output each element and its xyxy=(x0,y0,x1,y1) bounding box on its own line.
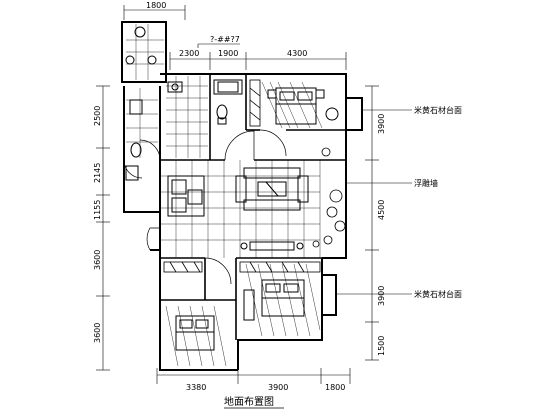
right-dim-2: 4500 xyxy=(377,200,386,220)
sofa-set xyxy=(235,167,309,211)
bedroom-hatch xyxy=(165,81,323,367)
second-bed xyxy=(243,279,305,321)
top-tag-mark xyxy=(197,43,240,48)
left-dim-3: 1155 xyxy=(93,200,102,220)
note-leaders xyxy=(336,109,412,295)
top-inner-dim-3: 4300 xyxy=(287,49,307,58)
right-dim-4: 1500 xyxy=(377,336,386,356)
left-dim-2: 2145 xyxy=(93,163,102,183)
left-dim-5: 3600 xyxy=(93,323,102,343)
bottom-dim-2: 3900 xyxy=(268,383,288,392)
note-stone-counter-1: 米黄石材台面 xyxy=(414,105,462,115)
bath-fixtures xyxy=(125,26,243,181)
wardrobes xyxy=(163,79,321,273)
top-inner-dim-2: 1900 xyxy=(218,49,238,58)
outer-walls xyxy=(121,21,363,371)
inner-partitions xyxy=(160,74,346,340)
left-dim-1: 2500 xyxy=(93,106,102,126)
right-dim-3: 3900 xyxy=(377,286,386,306)
top-dimension-lines xyxy=(123,5,347,70)
top-inner-dim-1: 2300 xyxy=(179,49,199,58)
top-dim-tag: ?-##?7 xyxy=(210,35,240,44)
door-swings xyxy=(123,129,287,285)
right-dimension-lines xyxy=(365,85,379,361)
top-outer-dim: 1800 xyxy=(146,1,166,10)
right-dim-1: 3900 xyxy=(377,114,386,134)
plan-title: 地面布置图 xyxy=(224,395,274,408)
bottom-dim-3: 1800 xyxy=(325,383,345,392)
left-dimension-lines xyxy=(96,85,110,371)
note-relief-wall: 浮雕墙 xyxy=(414,178,438,188)
bottom-dim-1: 3380 xyxy=(186,383,206,392)
third-bed xyxy=(175,315,215,351)
dining-table xyxy=(167,175,205,217)
master-bed xyxy=(267,87,339,125)
note-stone-counter-2: 米黄石材台面 xyxy=(414,289,462,299)
feature-wall-plants xyxy=(312,147,346,248)
left-dim-4: 3600 xyxy=(93,250,102,270)
tile-grid xyxy=(160,160,321,258)
tv-cabinet xyxy=(240,241,304,251)
